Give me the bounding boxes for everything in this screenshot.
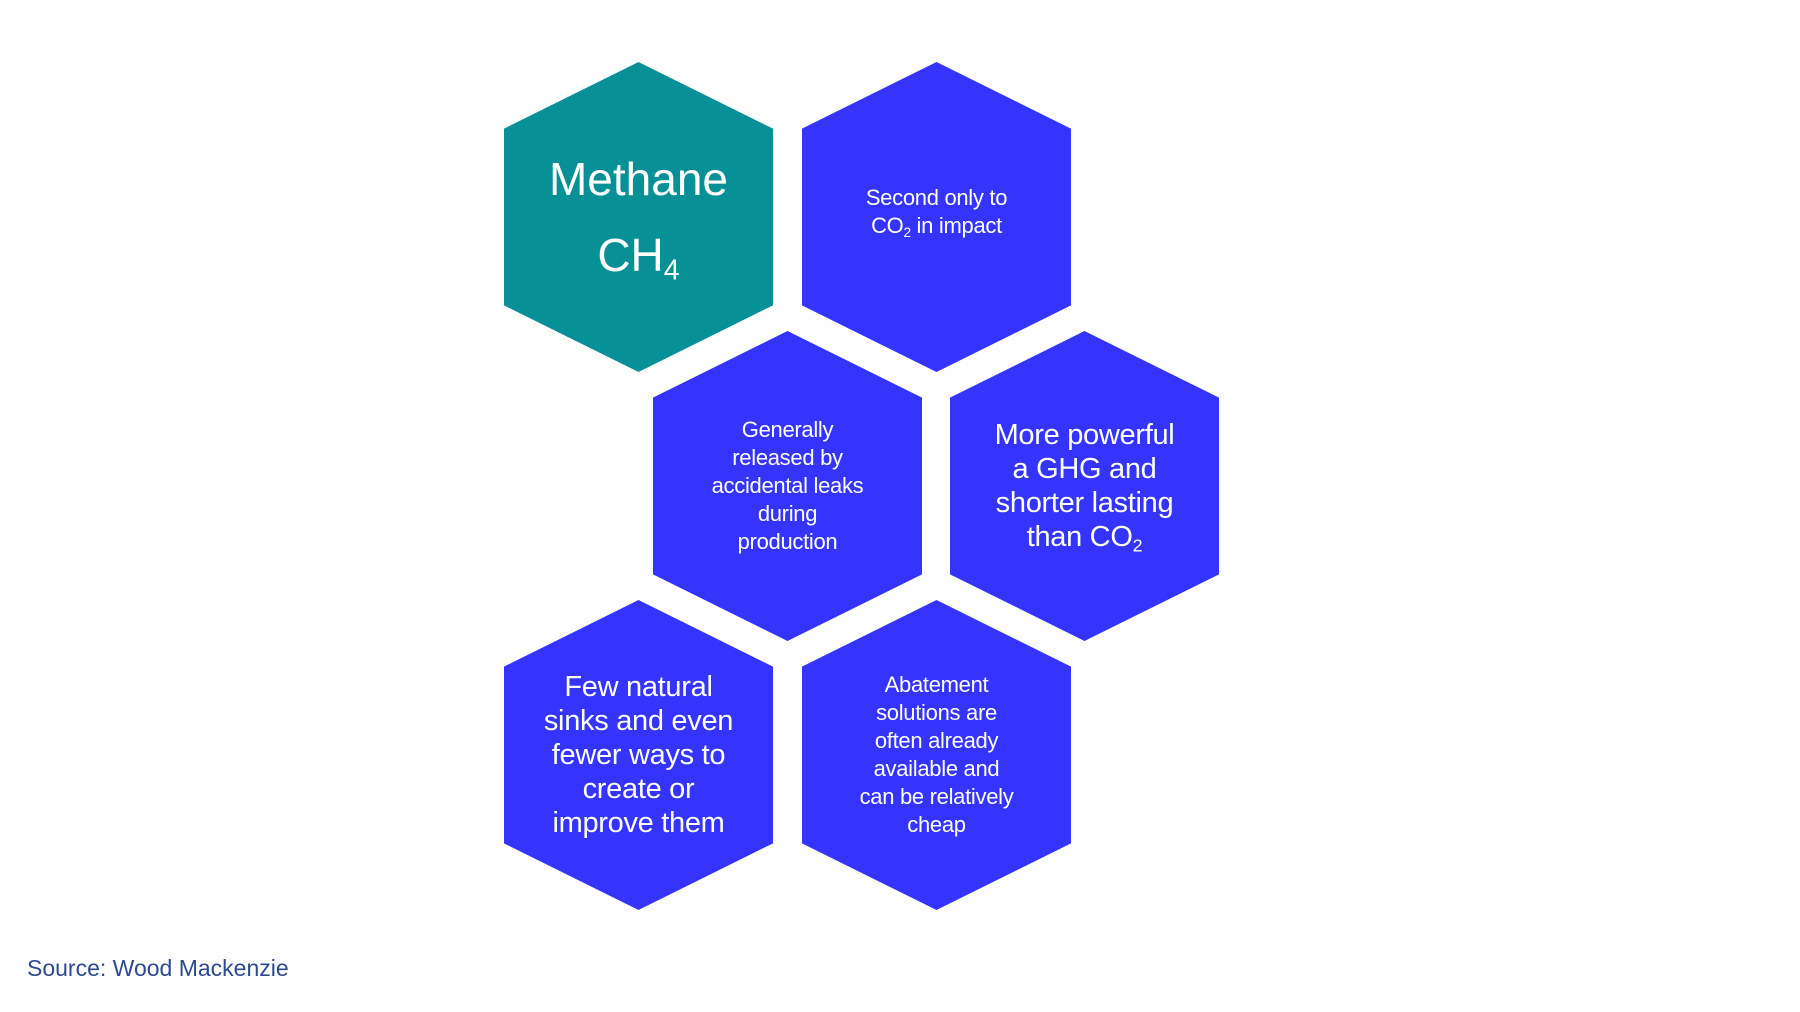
hex-abatement-text: Abatement solutions are often already av… xyxy=(859,672,1014,837)
text-part: Second only to CO xyxy=(865,185,1008,238)
subscript: 2 xyxy=(1132,535,1143,556)
hex-sinks-text: Few natural sinks and even fewer ways to… xyxy=(543,671,734,839)
hex-second-text: Second only to CO2 in impact xyxy=(836,184,1037,240)
formula-subscript: 4 xyxy=(663,254,680,287)
hex-powerful: More powerful a GHG and shorter lasting … xyxy=(950,331,1219,641)
hex-released: Generally released by accidental leaks d… xyxy=(653,331,922,641)
hex-abatement: Abatement solutions are often already av… xyxy=(802,600,1071,910)
hex-second-only: Second only to CO2 in impact xyxy=(802,62,1071,372)
hex-released-text: Generally released by accidental leaks d… xyxy=(711,417,864,554)
source-caption: Source: Wood Mackenzie xyxy=(27,955,289,981)
formula-text: CH xyxy=(597,229,664,281)
hex-sinks: Few natural sinks and even fewer ways to… xyxy=(504,600,773,910)
methane-title-block: Methane CH4 xyxy=(548,152,728,285)
text-part: More powerful a GHG and shorter lasting … xyxy=(994,419,1175,553)
methane-formula: CH4 xyxy=(549,228,728,285)
methane-title: Methane xyxy=(548,153,728,205)
subscript: 2 xyxy=(903,225,911,241)
hex-powerful-text: More powerful a GHG and shorter lasting … xyxy=(965,418,1205,554)
hex-methane: Methane CH4 xyxy=(504,62,773,372)
text-part: in impact xyxy=(910,213,1003,238)
